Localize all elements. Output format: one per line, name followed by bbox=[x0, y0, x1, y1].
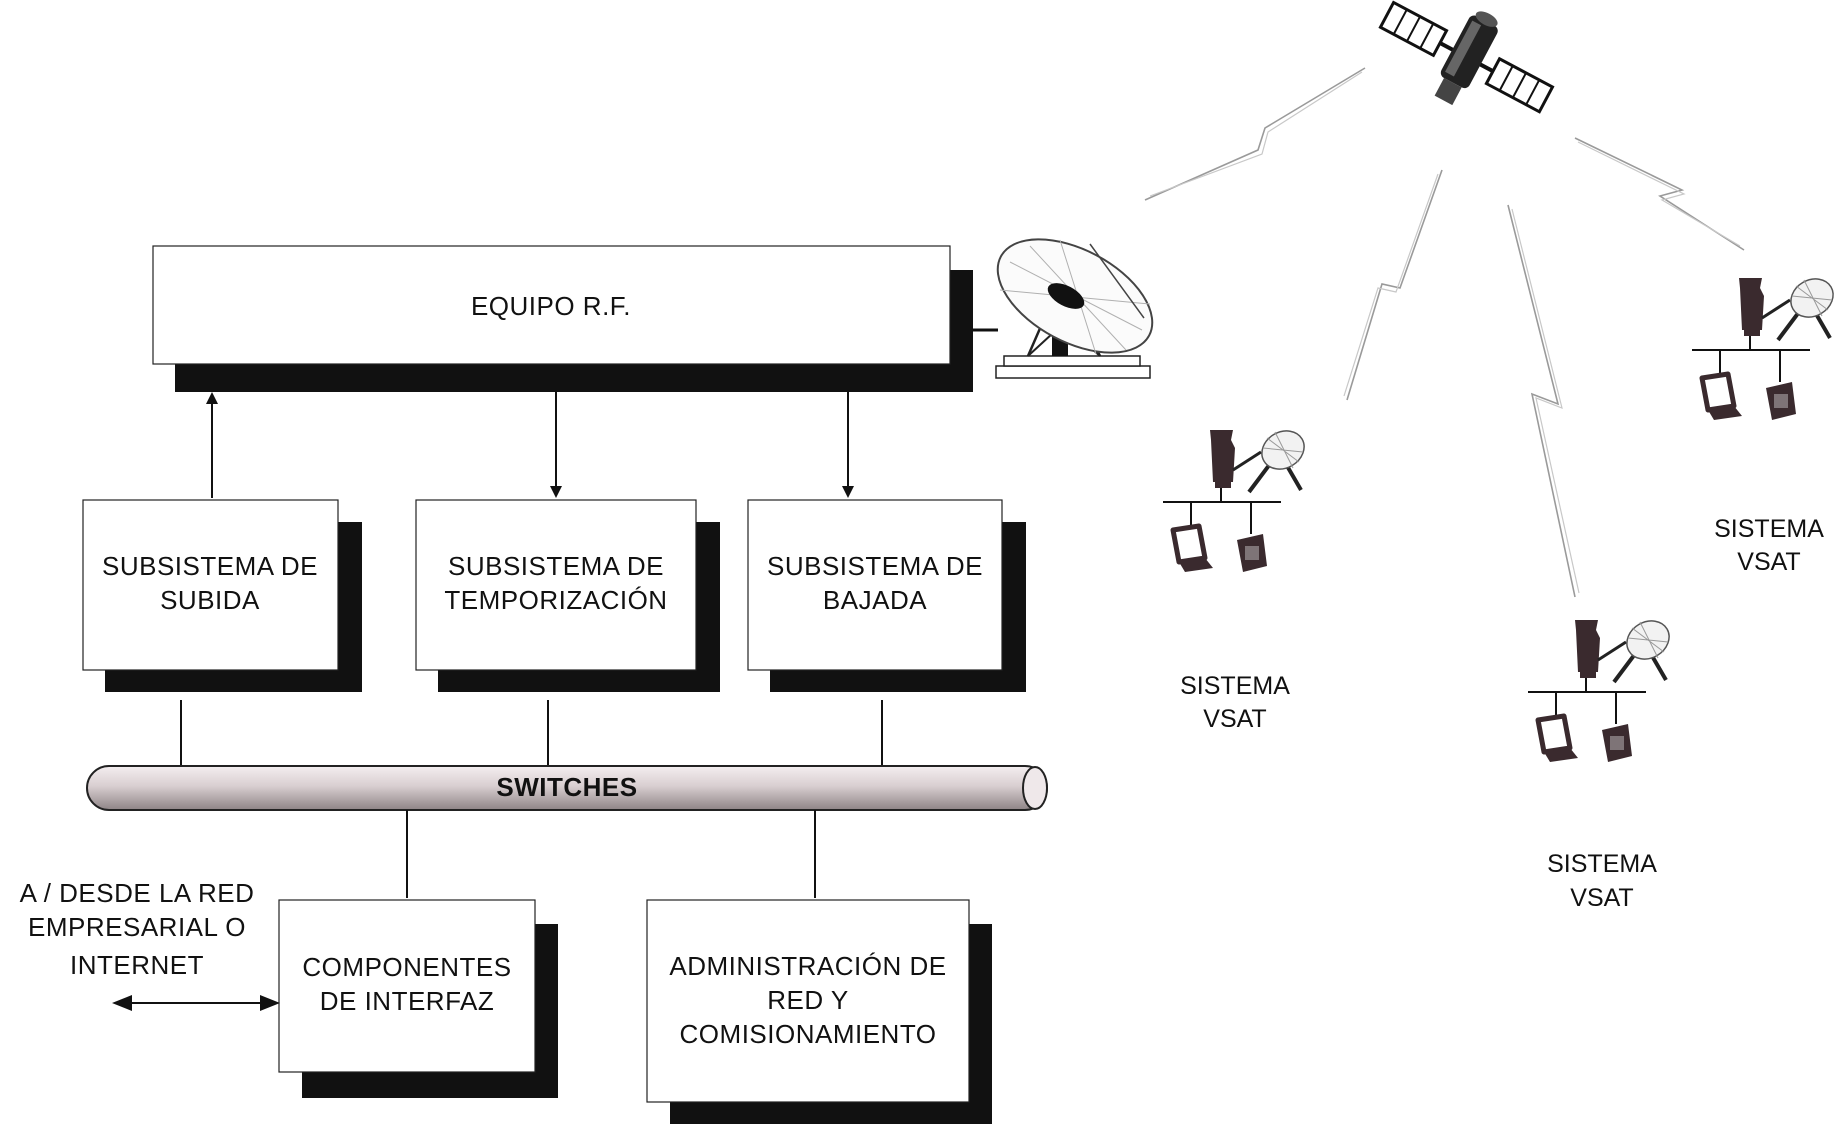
downlink-label-line1: SUBSISTEMA DE bbox=[767, 551, 983, 581]
interface-label-line1: COMPONENTES bbox=[302, 952, 511, 982]
vsat-station-icon bbox=[1163, 423, 1311, 572]
admin-label-line1: ADMINISTRACIÓN DE bbox=[669, 951, 946, 981]
uplink-box bbox=[82, 499, 339, 671]
vsat-middle-label-line1: SISTEMA bbox=[1547, 850, 1657, 878]
satellite-icon bbox=[1378, 0, 1555, 114]
vsat-right-label-line2: VSAT bbox=[1737, 548, 1800, 576]
uplink-label-line2: SUBIDA bbox=[160, 585, 260, 615]
external-network-label-line1: A / DESDE LA RED bbox=[20, 878, 255, 908]
switches-bus bbox=[86, 765, 1048, 811]
rf-equipment-label: EQUIPO R.F. bbox=[471, 291, 631, 321]
vsat-left-label-line2: VSAT bbox=[1203, 705, 1266, 733]
downlink-box bbox=[747, 499, 1003, 671]
uplink-label-line1: SUBSISTEMA DE bbox=[102, 551, 318, 581]
admin-box bbox=[646, 899, 970, 1103]
timing-label-line2: TEMPORIZACIÓN bbox=[444, 585, 667, 615]
vsat-station-middle bbox=[1528, 613, 1676, 762]
downlink-label-line2: BAJADA bbox=[823, 585, 927, 615]
vsat-station-icon bbox=[1692, 271, 1840, 420]
rf-equipment-box bbox=[152, 245, 951, 365]
lightning-link-icon bbox=[1144, 67, 1745, 598]
admin-label-line3: COMISIONAMIENTO bbox=[680, 1019, 937, 1049]
timing-label-line1: SUBSISTEMA DE bbox=[448, 551, 664, 581]
vsat-station-right bbox=[1692, 271, 1840, 420]
interface-box bbox=[278, 899, 536, 1073]
vsat-station-icon bbox=[1528, 613, 1676, 762]
vsat-station-left bbox=[1163, 423, 1311, 572]
vsat-right-label-line1: SISTEMA bbox=[1714, 515, 1824, 543]
vsat-left-label-line1: SISTEMA bbox=[1180, 672, 1290, 700]
external-network-label-line3: INTERNET bbox=[70, 950, 204, 980]
switches-label: SWITCHES bbox=[496, 772, 637, 802]
interface-label-line2: DE INTERFAZ bbox=[320, 986, 495, 1016]
timing-box bbox=[415, 499, 697, 671]
bidirectional-arrow bbox=[112, 995, 280, 1011]
external-network-label-line2: EMPRESARIAL O bbox=[28, 912, 246, 942]
satellite-dish-icon bbox=[973, 238, 1154, 379]
admin-label-line2: RED Y bbox=[767, 985, 849, 1015]
vsat-middle-label-line2: VSAT bbox=[1570, 884, 1633, 912]
